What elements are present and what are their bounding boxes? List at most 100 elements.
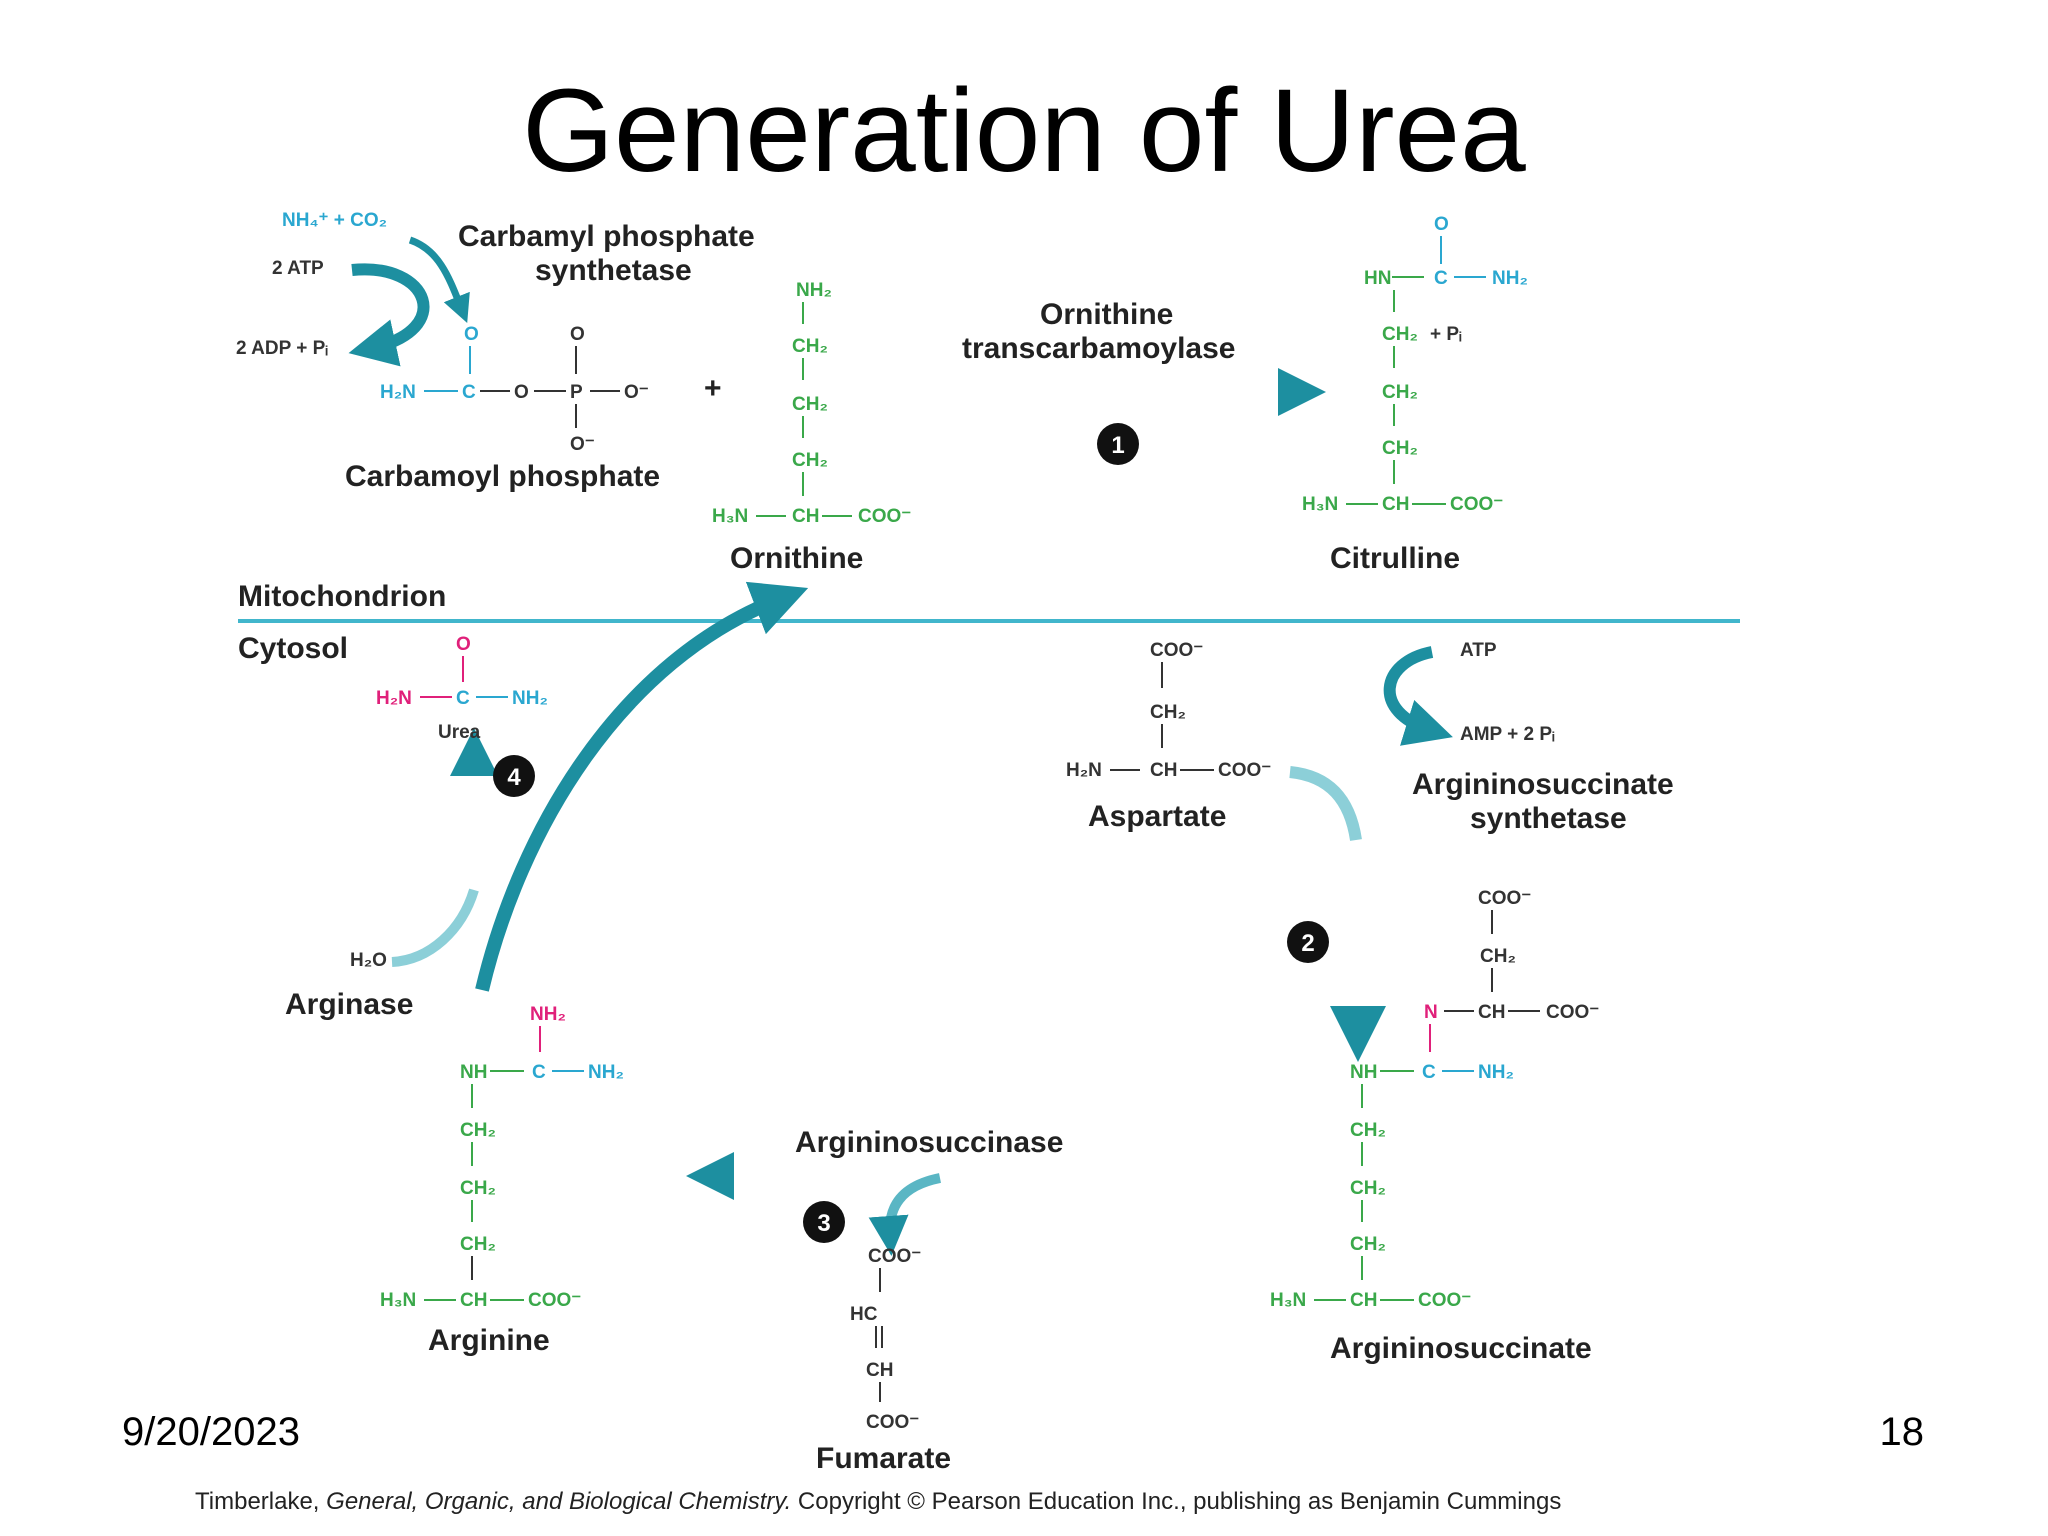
svg-text:COO⁻: COO⁻ [868, 1246, 921, 1267]
ornithine-return-arrow [475, 581, 809, 992]
fumarate-label: Fumarate [816, 1442, 951, 1475]
svg-text:H₂N: H₂N [1066, 760, 1102, 781]
carbamyl-synthetase-line2: synthetase [535, 254, 692, 287]
credit-author: Timberlake, [195, 1488, 320, 1515]
svg-text:O: O [464, 324, 479, 345]
svg-text:2: 2 [1301, 930, 1314, 957]
svg-text:+ Pᵢ: + Pᵢ [1430, 324, 1462, 345]
urea-label: Urea [438, 722, 481, 743]
source-credit: Timberlake, General, Organic, and Biolog… [195, 1488, 1561, 1516]
argininosuccinate-label: Argininosuccinate [1330, 1332, 1592, 1365]
slide-title: Generation of Urea [522, 65, 1526, 197]
svg-text:CH: CH [460, 1290, 487, 1311]
svg-text:COO⁻: COO⁻ [1546, 1002, 1599, 1023]
co2-in-arrow [408, 236, 470, 323]
svg-text:O⁻: O⁻ [570, 434, 595, 455]
nh4-co2-reagent: NH₄⁺ + CO₂ [282, 210, 387, 231]
svg-text:O⁻: O⁻ [624, 382, 649, 403]
argininosuccinate-structure: COO⁻ CH₂ N CH COO⁻ NH C NH₂ CH₂ CH₂ CH₂ … [1270, 888, 1599, 1311]
svg-text:3: 3 [817, 1210, 830, 1237]
svg-text:CH₂: CH₂ [792, 394, 828, 415]
amp-reagent: AMP + 2 Pᵢ [1460, 724, 1555, 745]
carbamoyl-phosphate-label: Carbamoyl phosphate [345, 460, 660, 493]
svg-text:O: O [570, 324, 585, 345]
svg-text:COO⁻: COO⁻ [1218, 760, 1271, 781]
svg-text:NH: NH [1350, 1062, 1377, 1083]
svg-text:P: P [570, 382, 583, 403]
svg-text:CH₂: CH₂ [460, 1120, 496, 1141]
svg-text:NH: NH [460, 1062, 487, 1083]
svg-text:CH₂: CH₂ [1350, 1178, 1386, 1199]
page-number: 18 [1879, 1410, 1925, 1454]
svg-text:CH₂: CH₂ [792, 336, 828, 357]
carbamyl-synthetase-line1: Carbamyl phosphate [458, 220, 755, 253]
svg-text:4: 4 [507, 764, 521, 791]
svg-text:COO⁻: COO⁻ [866, 1412, 919, 1433]
arginase-label: Arginase [285, 988, 413, 1021]
svg-text:CH₂: CH₂ [1382, 324, 1418, 345]
h2o-reagent: H₂O [350, 950, 387, 971]
fumarate-structure: COO⁻ HC CH COO⁻ [850, 1246, 921, 1433]
svg-text:CH₂: CH₂ [460, 1234, 496, 1255]
atp2-reagent: 2 ATP [272, 258, 324, 279]
svg-text:CH: CH [866, 1360, 893, 1381]
svg-text:CH₂: CH₂ [1382, 382, 1418, 403]
svg-text:COO⁻: COO⁻ [528, 1290, 581, 1311]
fumarate-out-arrow [868, 1173, 942, 1256]
svg-text:C: C [532, 1062, 546, 1083]
svg-text:H₃N: H₃N [380, 1290, 416, 1311]
step2-badge: 2 [1287, 921, 1329, 963]
urea-structure: O H₂N C NH₂ [376, 634, 548, 709]
svg-text:COO⁻: COO⁻ [1418, 1290, 1471, 1311]
svg-text:NH₂: NH₂ [1478, 1062, 1514, 1083]
argininosuccinase-label: Argininosuccinase [795, 1126, 1063, 1159]
arginine-structure: NH₂ NH C NH₂ CH₂ CH₂ CH₂ H₃N CH COO⁻ [380, 1004, 624, 1311]
svg-text:CH: CH [1150, 760, 1177, 781]
svg-text:COO⁻: COO⁻ [1150, 640, 1203, 661]
atp-curved-arrow [348, 263, 430, 367]
mitochondrion-label: Mitochondrion [238, 580, 446, 613]
svg-text:COO⁻: COO⁻ [1478, 888, 1531, 909]
svg-text:COO⁻: COO⁻ [858, 506, 911, 527]
svg-text:CH: CH [1382, 494, 1409, 515]
svg-text:1: 1 [1111, 432, 1124, 459]
svg-text:C: C [462, 382, 476, 403]
svg-text:C: C [456, 688, 470, 709]
svg-text:O: O [514, 382, 529, 403]
credit-copyright: Copyright © Pearson Education Inc., publ… [797, 1488, 1562, 1515]
cytosol-label: Cytosol [238, 632, 348, 665]
credit-book: General, Organic, and Biological Chemist… [326, 1488, 792, 1515]
citrulline-structure: O HN C NH₂ CH₂ + Pᵢ CH₂ CH₂ H₃N CH COO⁻ [1302, 214, 1528, 515]
ornithine-label: Ornithine [730, 542, 863, 575]
svg-text:N: N [1424, 1002, 1438, 1023]
footer-date: 9/20/2023 [122, 1410, 300, 1454]
svg-text:CH₂: CH₂ [1350, 1234, 1386, 1255]
step3-badge: 3 [803, 1201, 845, 1243]
svg-text:H₃N: H₃N [1302, 494, 1338, 515]
citrulline-label: Citrulline [1330, 542, 1460, 575]
arginine-label: Arginine [428, 1324, 550, 1357]
svg-text:CH₂: CH₂ [1382, 438, 1418, 459]
h2o-in-arrow [391, 888, 479, 967]
svg-text:CH: CH [792, 506, 819, 527]
svg-text:O: O [1434, 214, 1449, 235]
argininosuccinate-synthetase-line2: synthetase [1470, 802, 1627, 835]
svg-text:CH₂: CH₂ [460, 1178, 496, 1199]
svg-text:CH₂: CH₂ [792, 450, 828, 471]
svg-text:H₂N: H₂N [376, 688, 412, 709]
svg-text:H₃N: H₃N [1270, 1290, 1306, 1311]
step4-badge: 4 [493, 755, 535, 797]
svg-text:HC: HC [850, 1304, 878, 1325]
carbamoyl-phosphate-structure: O H₂N C O P O O⁻ O⁻ [380, 324, 649, 455]
svg-text:O: O [456, 634, 471, 655]
plus-sign: + [704, 372, 722, 405]
svg-text:NH₂: NH₂ [588, 1062, 624, 1083]
svg-text:NH₂: NH₂ [796, 280, 832, 301]
svg-text:H₃N: H₃N [712, 506, 748, 527]
svg-text:CH₂: CH₂ [1480, 946, 1516, 967]
ornithine-transcarbamoylase-line1: Ornithine [1040, 298, 1173, 331]
svg-text:NH₂: NH₂ [530, 1004, 566, 1025]
svg-text:H₂N: H₂N [380, 382, 416, 403]
step1-badge: 1 [1097, 423, 1139, 465]
aspartate-structure: COO⁻ CH₂ H₂N CH COO⁻ [1066, 640, 1271, 781]
